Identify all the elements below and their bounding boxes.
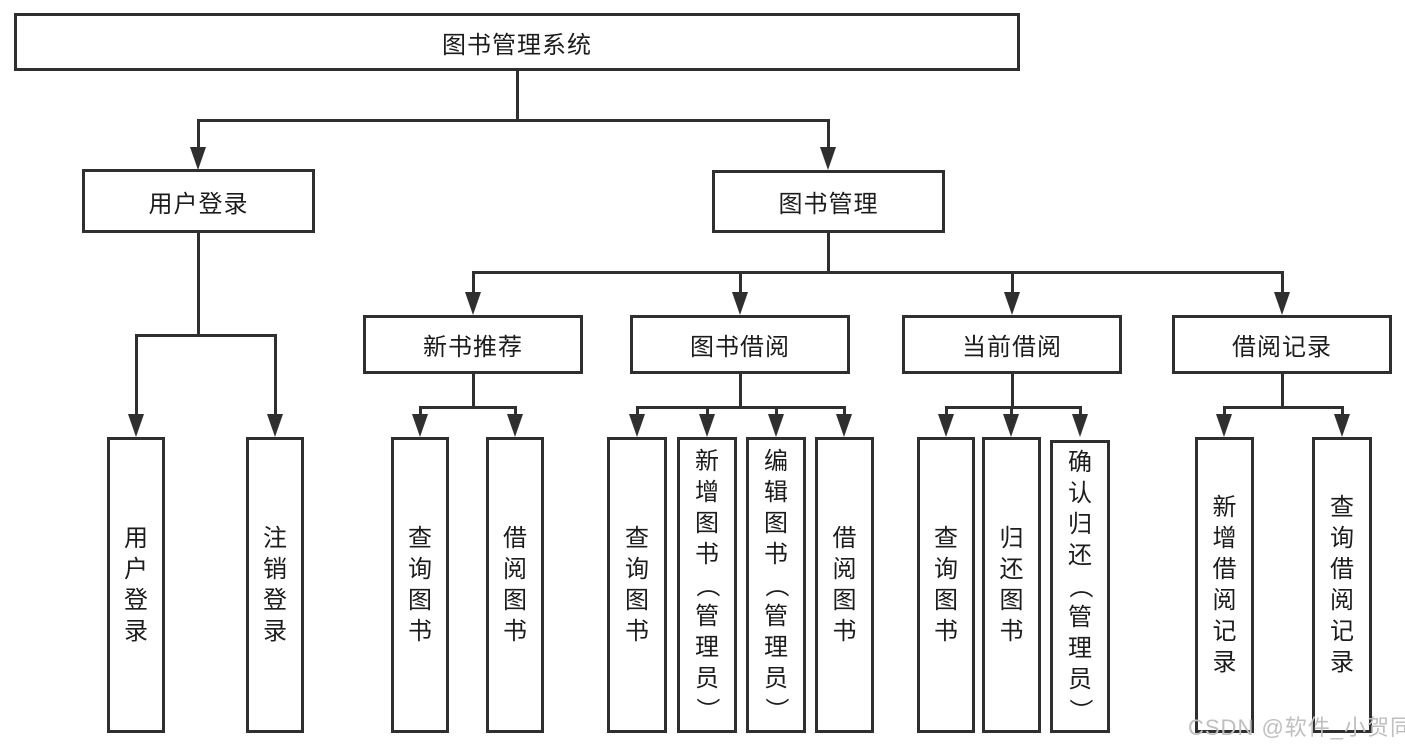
node-borrowing-records: 借阅记录 (1172, 315, 1392, 374)
arrowhead-icon (1334, 414, 1350, 437)
leaf-bb-borrow-books: 借阅图书 (815, 437, 874, 733)
node-current-borrowing: 当前借阅 (902, 315, 1122, 374)
arrowhead-icon (768, 414, 784, 437)
edge-br-stub-2 (1341, 406, 1344, 415)
edge-bb-stub-2 (706, 406, 709, 415)
leaf-bb-edit-books-admin: 编辑图书（管理员） (746, 437, 806, 733)
leaf-nbr-borrow-books: 借阅图书 (486, 437, 544, 733)
edge-nbr-drop (472, 374, 475, 408)
arrowhead-icon (1004, 292, 1020, 315)
arrowhead-icon (836, 414, 852, 437)
leaf-br-query-record: 查询借阅记录 (1312, 437, 1372, 733)
edge-cb-drop (1011, 374, 1014, 408)
arrowhead-icon (938, 414, 954, 437)
arrowhead-icon (190, 147, 206, 170)
leaf-user-login: 用户登录 (107, 437, 165, 733)
node-root: 图书管理系统 (14, 13, 1020, 71)
edge-root-stub-left (197, 119, 200, 147)
arrowhead-icon (820, 147, 836, 170)
node-book-management: 图书管理 (712, 170, 945, 233)
arrowhead-icon (267, 414, 283, 437)
edge-nbr-stub-2 (514, 406, 517, 415)
edge-cb-stub-1 (945, 406, 948, 415)
edge-bookmgmt-stub-3 (1011, 271, 1014, 292)
edge-userlogin-hbar (135, 334, 277, 337)
leaf-nbr-query-books: 查询图书 (391, 437, 449, 733)
arrowhead-icon (732, 292, 748, 315)
edge-userlogin-stub-1 (135, 334, 138, 414)
node-user-login: 用户登录 (82, 169, 315, 233)
node-new-book-recommend: 新书推荐 (363, 315, 583, 374)
edge-bb-drop (739, 374, 742, 408)
arrowhead-icon (128, 414, 144, 437)
edge-nbr-hbar (419, 406, 517, 409)
arrowhead-icon (1072, 414, 1088, 437)
edge-br-drop (1281, 374, 1284, 408)
csdn-watermark: CSDN @软件_小贺同学 (1188, 715, 1405, 740)
edge-bb-stub-1 (636, 406, 639, 415)
edge-bookmgmt-hbar (472, 271, 1284, 274)
arrowhead-icon (1216, 414, 1232, 437)
edge-nbr-stub-1 (419, 406, 422, 415)
edge-br-stub-1 (1223, 406, 1226, 415)
arrowhead-icon (465, 292, 481, 315)
edge-cb-stub-3 (1079, 406, 1082, 415)
arrowhead-icon (1274, 292, 1290, 315)
edge-bb-stub-3 (775, 406, 778, 415)
edge-bb-hbar (636, 406, 846, 409)
leaf-bb-query-books: 查询图书 (607, 437, 667, 733)
arrowhead-icon (699, 414, 715, 437)
edge-cb-stub-2 (1010, 406, 1013, 415)
edge-br-hbar (1223, 406, 1344, 409)
edge-root-hbar (197, 119, 830, 122)
leaf-cb-query-books: 查询图书 (917, 437, 975, 733)
arrowhead-icon (507, 414, 523, 437)
leaf-br-add-record: 新增借阅记录 (1195, 437, 1254, 733)
edge-cb-hbar (945, 406, 1082, 409)
leaf-bb-add-books-admin: 新增图书（管理员） (677, 437, 737, 733)
leaf-cb-return-books: 归还图书 (982, 437, 1041, 733)
edge-bb-stub-4 (843, 406, 846, 415)
edge-root-drop (516, 70, 519, 119)
edge-bookmgmt-stub-2 (739, 271, 742, 292)
edge-bookmgmt-drop (827, 233, 830, 273)
arrowhead-icon (412, 414, 428, 437)
arrowhead-icon (1003, 414, 1019, 437)
edge-root-stub-right (827, 119, 830, 147)
edge-userlogin-stub-2 (274, 334, 277, 414)
leaf-logout: 注销登录 (246, 437, 304, 733)
leaf-cb-confirm-return-admin: 确认归还（管理员） (1050, 440, 1110, 733)
edge-userlogin-drop (197, 233, 200, 336)
arrowhead-icon (629, 414, 645, 437)
node-book-borrowing: 图书借阅 (630, 315, 850, 374)
edge-bookmgmt-stub-1 (472, 271, 475, 292)
edge-bookmgmt-stub-4 (1281, 271, 1284, 292)
